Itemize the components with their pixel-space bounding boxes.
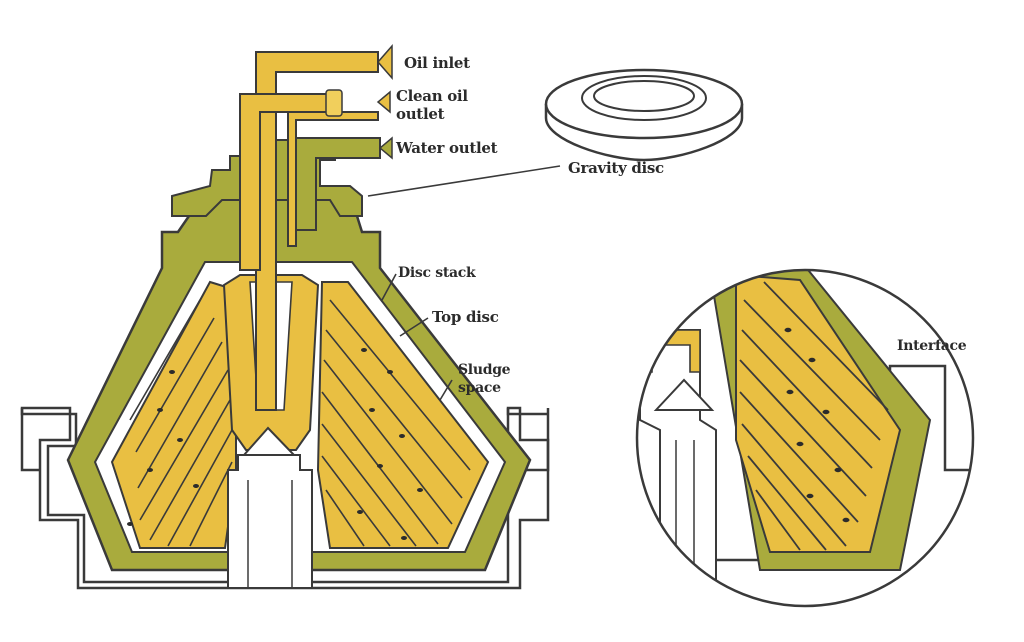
gravity-disc-illustration xyxy=(544,68,744,162)
flow-marks xyxy=(127,348,423,540)
oil-inlet-pipe xyxy=(255,51,379,411)
disc-lines-left xyxy=(129,299,233,547)
label-sludge-space-line2: space xyxy=(458,380,501,396)
water-pipe xyxy=(287,111,379,247)
label-top-disc: Top disc xyxy=(432,308,499,326)
spindle-column xyxy=(227,454,313,589)
label-disc-stack: Disc stack xyxy=(398,265,476,281)
clean-oil-arrow xyxy=(376,90,391,114)
label-oil-inlet: Oil inlet xyxy=(404,54,470,72)
oil-inlet-arrow xyxy=(377,44,393,80)
disc-stack-right xyxy=(316,281,490,549)
water-outlet-pipe xyxy=(295,137,381,231)
label-gravity-disc: Gravity disc xyxy=(568,159,664,177)
label-clean-oil-outlet-line1: Clean oil xyxy=(396,87,468,105)
water-outlet-arrow xyxy=(378,136,393,160)
label-interface: Interface xyxy=(897,338,967,354)
zoom-detail xyxy=(635,268,975,608)
clean-oil-valve xyxy=(325,89,343,117)
housing-outer xyxy=(20,408,550,472)
label-clean-oil-outlet-line2: outlet xyxy=(396,105,445,123)
label-water-outlet: Water outlet xyxy=(396,139,498,157)
housing-frame xyxy=(20,406,550,590)
label-sludge-space-line1: Sludge xyxy=(458,362,511,378)
separator-cross-section xyxy=(20,44,550,590)
spindle-top xyxy=(241,426,297,456)
